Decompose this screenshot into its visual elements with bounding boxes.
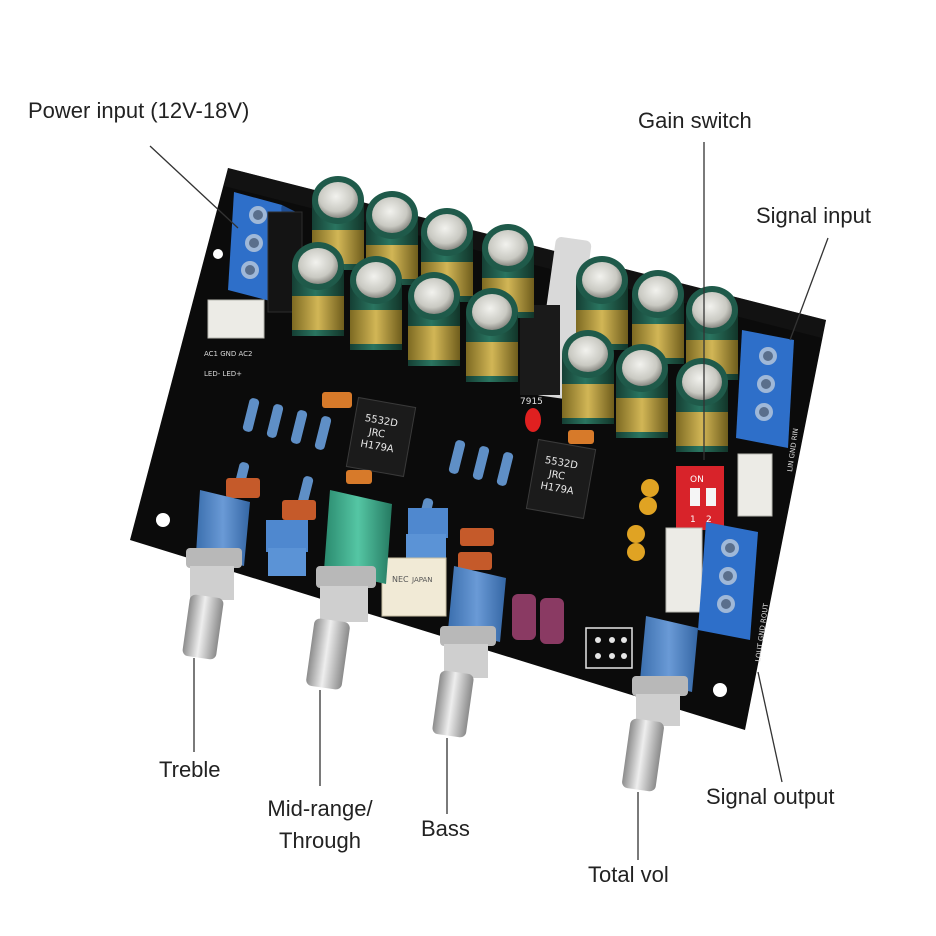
callout-signal-input: Signal input bbox=[756, 203, 871, 228]
power-pins-label: AC1 GND AC2 bbox=[204, 350, 253, 358]
resistor bbox=[496, 452, 514, 486]
ceramic-capacitor bbox=[641, 479, 659, 497]
box-capacitor bbox=[408, 508, 448, 538]
relay-origin: JAPAN bbox=[411, 576, 433, 584]
output-jst-connector bbox=[665, 527, 703, 613]
mid-range-potentiometer[interactable] bbox=[305, 490, 392, 690]
box-capacitor bbox=[266, 520, 308, 552]
callout-mid-range: Mid-range/ Through bbox=[250, 795, 390, 855]
gain-dip-switch[interactable]: ON 1 2 bbox=[676, 466, 724, 530]
input-jst-connector bbox=[737, 453, 773, 517]
switch-1-label: 1 bbox=[690, 515, 696, 525]
resistor-array bbox=[232, 398, 514, 532]
callout-signal-output: Signal output bbox=[706, 784, 835, 809]
electrolytic-capacitor bbox=[562, 330, 614, 424]
resistor bbox=[472, 446, 490, 480]
op-amp-chip: 5532D JRC H179A bbox=[345, 396, 417, 478]
pad-grid bbox=[585, 627, 633, 669]
box-capacitor bbox=[268, 548, 306, 576]
callout-power-input: Power input (12V-18V) bbox=[28, 98, 250, 123]
mounting-hole bbox=[713, 683, 727, 697]
callout-total-vol: Total vol bbox=[588, 862, 669, 887]
capacitor-bank bbox=[292, 176, 738, 452]
led-pins-label: LED- LED+ bbox=[204, 370, 242, 378]
electrolytic-capacitor bbox=[676, 358, 728, 452]
power-led bbox=[525, 408, 541, 432]
box-capacitor bbox=[406, 534, 446, 562]
electrolytic-capacitor bbox=[466, 288, 518, 382]
relay-brand: NEC bbox=[392, 575, 409, 584]
switch-on-label: ON bbox=[690, 475, 704, 485]
bass-potentiometer[interactable] bbox=[432, 566, 506, 738]
ceramic-capacitor bbox=[627, 525, 645, 543]
film-capacitor bbox=[460, 528, 494, 546]
led-connector bbox=[207, 299, 265, 339]
mounting-hole bbox=[213, 249, 223, 259]
resistor bbox=[266, 404, 284, 438]
film-capacitor bbox=[322, 392, 352, 408]
resistor bbox=[448, 440, 466, 474]
electrolytic-capacitor bbox=[292, 242, 344, 336]
callout-leaders bbox=[149, 142, 829, 860]
op-amp-chip: 5532D JRC H179A bbox=[525, 438, 597, 520]
resistor bbox=[290, 410, 308, 444]
film-capacitor bbox=[282, 500, 316, 520]
callout-treble: Treble bbox=[159, 757, 221, 782]
ceramic-capacitor bbox=[627, 543, 645, 561]
callout-mid-range-line2: Through bbox=[279, 828, 361, 853]
switch-2-label: 2 bbox=[706, 515, 712, 525]
small-electrolytic bbox=[512, 594, 536, 640]
film-capacitor bbox=[458, 552, 492, 570]
treble-potentiometer[interactable] bbox=[182, 490, 250, 660]
chip-2-brand: JRC bbox=[547, 469, 566, 483]
callout-mid-range-line1: Mid-range/ bbox=[267, 796, 373, 821]
regulator-label: 7915 bbox=[520, 397, 543, 407]
film-capacitor bbox=[346, 470, 372, 484]
electrolytic-capacitor bbox=[616, 344, 668, 438]
chip-1-brand: JRC bbox=[367, 427, 386, 441]
signal-input-terminal bbox=[736, 330, 794, 448]
electrolytic-capacitor bbox=[408, 272, 460, 366]
signal-output-terminal bbox=[698, 522, 758, 640]
film-capacitor bbox=[226, 478, 260, 498]
leader-signal-input bbox=[789, 237, 829, 341]
resistor bbox=[314, 416, 332, 450]
leader-power bbox=[149, 145, 239, 229]
leader-signal-output bbox=[757, 671, 783, 783]
film-capacitor bbox=[568, 430, 594, 444]
resistor bbox=[242, 398, 260, 432]
callout-gain-switch: Gain switch bbox=[638, 108, 752, 133]
callout-bass: Bass bbox=[421, 816, 470, 841]
mounting-hole bbox=[156, 513, 170, 527]
ceramic-capacitor bbox=[639, 497, 657, 515]
electrolytic-capacitor bbox=[350, 256, 402, 350]
relay: NEC JAPAN bbox=[381, 557, 447, 617]
volume-potentiometer[interactable] bbox=[621, 616, 698, 792]
small-electrolytic bbox=[540, 598, 564, 644]
